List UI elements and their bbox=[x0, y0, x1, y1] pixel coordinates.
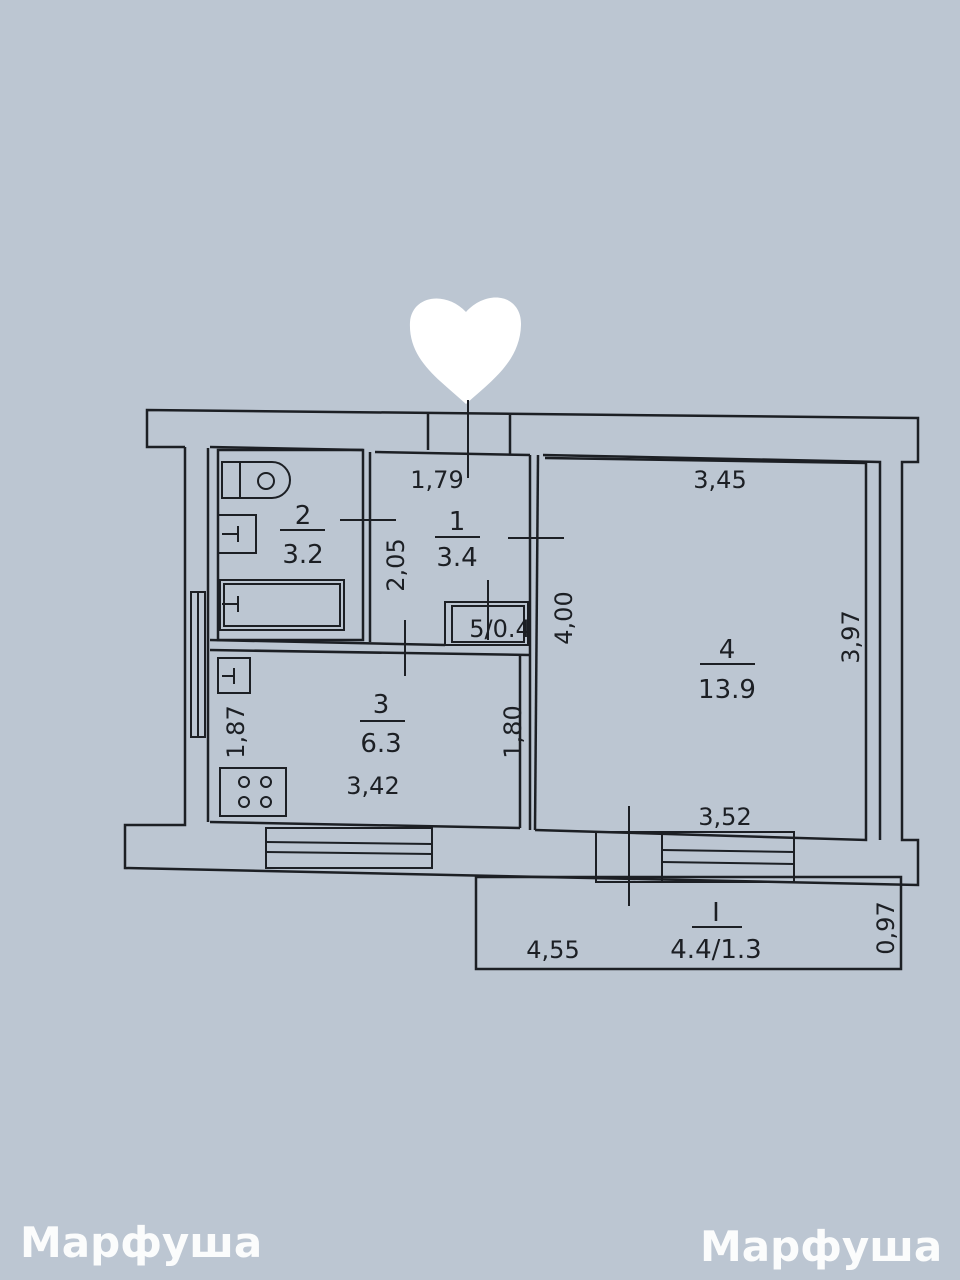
dimension-label: 4,55 bbox=[526, 936, 579, 964]
dimension-label: 1,79 bbox=[410, 466, 463, 494]
room-area: 4.4/1.3 bbox=[670, 935, 761, 965]
room-number: I bbox=[712, 898, 720, 928]
room-number: 2 bbox=[295, 501, 312, 531]
toilet-icon bbox=[221, 461, 291, 499]
sink-icon bbox=[217, 514, 257, 554]
stove-icon bbox=[219, 767, 287, 817]
dimension-label: 3,52 bbox=[698, 803, 751, 831]
sink-icon bbox=[217, 657, 251, 694]
room-number: 5/0.4 bbox=[469, 615, 531, 643]
room-area: 13.9 bbox=[698, 675, 756, 705]
room-number: 1 bbox=[449, 507, 466, 537]
fraction-bars bbox=[280, 529, 755, 928]
room-area: 3.2 bbox=[282, 540, 323, 570]
dimension-label: 4,00 bbox=[550, 591, 578, 644]
dimension-label: 3,45 bbox=[693, 466, 746, 494]
closet-5 bbox=[444, 601, 529, 646]
dimension-label: 1,87 bbox=[222, 705, 250, 758]
heart-sticker bbox=[409, 297, 522, 404]
outer-walls bbox=[123, 408, 920, 887]
kitchen-window bbox=[265, 827, 433, 869]
dimension-label: 2,05 bbox=[382, 538, 410, 591]
room-1-hall bbox=[209, 400, 564, 831]
watermark-left: Марфуша bbox=[20, 1218, 263, 1267]
room-number: 4 bbox=[719, 635, 736, 665]
room-3-kitchen bbox=[209, 655, 522, 869]
room-4-window bbox=[595, 831, 795, 883]
room-4-living bbox=[534, 456, 868, 906]
radiator bbox=[190, 591, 206, 738]
dimension-label: 3,42 bbox=[346, 772, 399, 800]
balcony bbox=[474, 875, 903, 971]
room-2-bathroom bbox=[216, 448, 396, 642]
dimension-label: 0,97 bbox=[872, 901, 900, 954]
watermark-right: Марфуша bbox=[700, 1222, 943, 1271]
dimension-label: 1,80 bbox=[499, 705, 527, 758]
bathtub-icon bbox=[219, 579, 345, 631]
room-number: 3 bbox=[373, 690, 390, 720]
room-area: 6.3 bbox=[360, 729, 401, 759]
room-area: 3.4 bbox=[436, 543, 477, 573]
dimension-label: 3,97 bbox=[837, 610, 865, 663]
